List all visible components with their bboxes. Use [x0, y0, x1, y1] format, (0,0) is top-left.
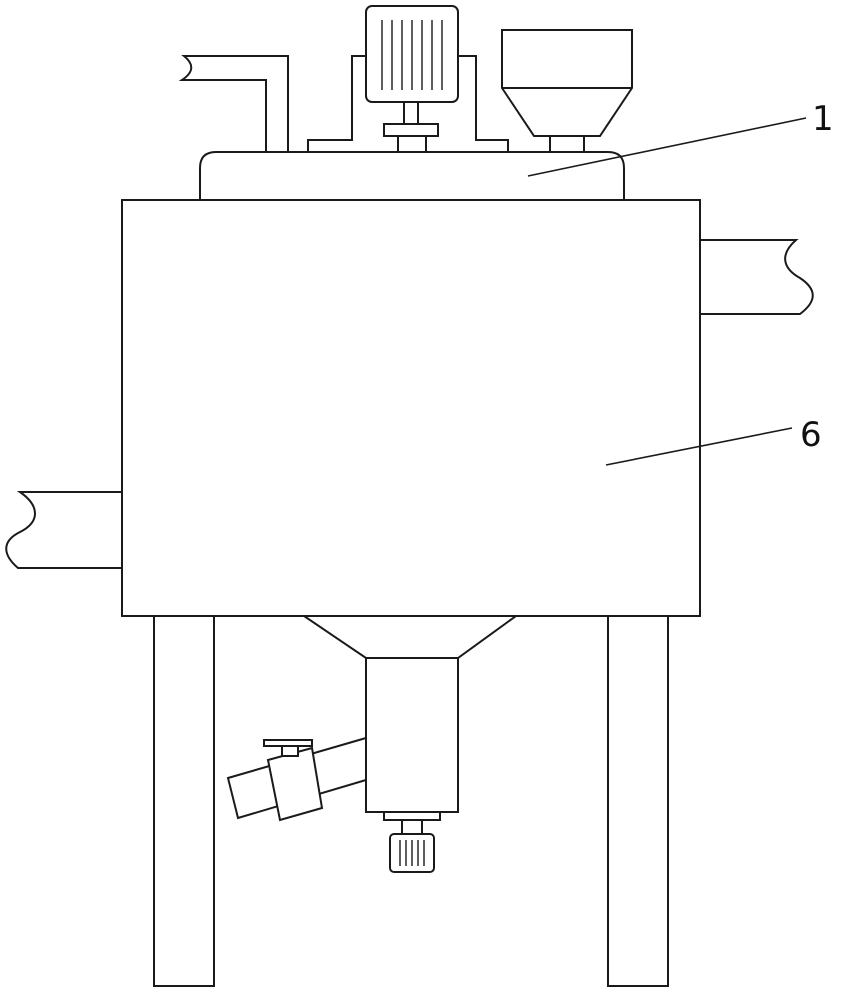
leader-line-1 — [527, 117, 807, 177]
right-leg — [607, 615, 669, 987]
tank-lid — [199, 151, 625, 201]
valve-handwheel — [263, 739, 313, 747]
right-side-pipe — [699, 239, 814, 315]
tank-body — [121, 199, 701, 617]
label-part-1: 1 — [812, 99, 834, 139]
valve-body — [266, 746, 324, 822]
label-part-6: 6 — [800, 415, 822, 455]
discharge-column — [365, 657, 459, 813]
top-motor-shaft — [403, 101, 419, 125]
top-coupling-lower — [397, 135, 427, 153]
top-feed-pipe — [178, 55, 289, 152]
left-side-pipe — [5, 491, 123, 569]
bottom-shaft — [401, 819, 423, 835]
bottom-cone — [300, 615, 520, 659]
bottom-motor-fins — [399, 840, 425, 866]
feed-hopper — [501, 29, 633, 153]
left-leg — [153, 615, 215, 987]
top-coupling — [383, 123, 439, 137]
leader-line-6 — [605, 427, 793, 466]
bottom-coupling-plate — [383, 811, 441, 821]
motor-bracket — [307, 55, 509, 152]
top-motor-fins — [381, 20, 443, 90]
